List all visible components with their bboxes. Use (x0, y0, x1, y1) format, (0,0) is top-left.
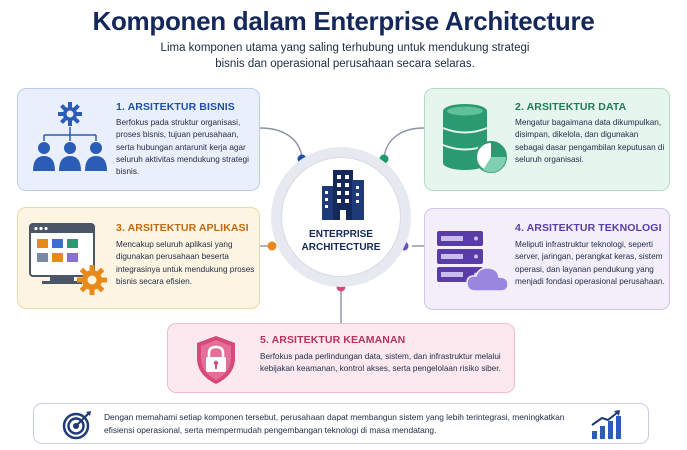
card-arsitektur-bisnis: 1. ARSITEKTUR BISNIS Berfokus pada struk… (17, 88, 260, 191)
card-arsitektur-aplikasi: 3. ARSITEKTUR APLIKASI Mencakup seluruh … (17, 207, 260, 309)
page-title: Komponen dalam Enterprise Architecture (92, 6, 595, 36)
card-description: Berfokus pada struktur organisasi, prose… (116, 118, 249, 177)
node-dot-aplikasi (267, 241, 277, 251)
card-description: Berfokus pada perlindungan data, sistem,… (260, 352, 501, 374)
card-arsitektur-keamanan: 5. ARSITEKTUR KEAMANAN Berfokus pada per… (167, 323, 515, 393)
server-cloud-icon (437, 231, 509, 292)
card-description: Mencakup seluruh aplikasi yang digunakan… (116, 240, 255, 286)
connector-bisnis (259, 127, 303, 159)
card-title: 1. ARSITEKTUR BISNIS (116, 101, 235, 113)
card-title: 5. ARSITEKTUR KEAMANAN (260, 334, 406, 346)
card-description: Meliputi infrastruktur teknologi, sepert… (515, 240, 665, 286)
card-arsitektur-data: 2. ARSITEKTUR DATA Mengatur bagaimana da… (424, 88, 670, 191)
organization-gear-icon (33, 102, 107, 171)
connector-data (383, 127, 425, 159)
database-chart-icon (442, 104, 507, 173)
page-subtitle: Lima komponen utama yang saling terhubun… (160, 42, 530, 70)
center-label: ENTERPRISE ARCHITECTURE (281, 228, 401, 254)
footer-text: Dengan memahami setiap komponen tersebut… (104, 412, 565, 435)
target-icon (62, 411, 91, 440)
center-label-line1: ENTERPRISE (309, 229, 373, 240)
footer-summary: Dengan memahami setiap komponen tersebut… (33, 403, 649, 444)
application-window-icon (29, 223, 107, 295)
card-description: Mengatur bagaimana data dikumpulkan, dis… (515, 118, 665, 164)
center-label-line2: ARCHITECTURE (301, 242, 381, 253)
shield-lock-icon (197, 336, 235, 384)
growth-chart-icon (591, 410, 621, 439)
building-icon (322, 170, 364, 220)
card-title: 4. ARSITEKTUR TEKNOLOGI (515, 222, 662, 234)
card-title: 3. ARSITEKTUR APLIKASI (116, 222, 249, 234)
card-arsitektur-teknologi: 4. ARSITEKTUR TEKNOLOGI Meliputi infrast… (424, 208, 670, 310)
card-title: 2. ARSITEKTUR DATA (515, 101, 627, 113)
